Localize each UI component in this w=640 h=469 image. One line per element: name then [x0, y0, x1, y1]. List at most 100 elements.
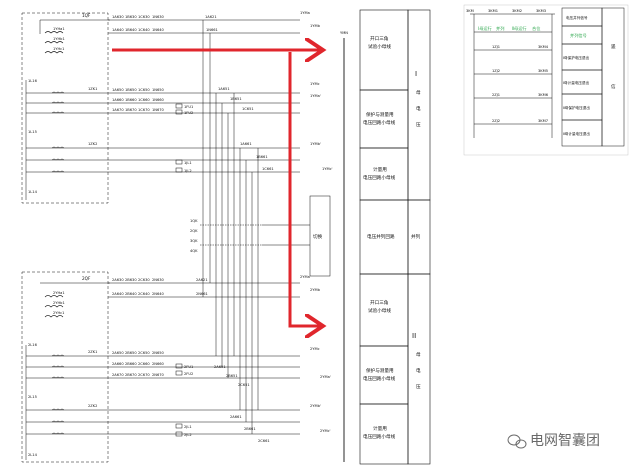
- svg-text:遥: 遥: [611, 43, 616, 50]
- svg-text:2YHa1: 2YHa1: [53, 291, 65, 295]
- svg-text:1A670: 1A670: [112, 108, 124, 112]
- svg-text:Ⅱ母计量电压退出: Ⅱ母计量电压退出: [563, 131, 590, 136]
- svg-text:2ZK2: 2ZK2: [88, 404, 97, 408]
- svg-text:2A650: 2A650: [112, 351, 124, 355]
- svg-text:2C650: 2C650: [138, 351, 150, 355]
- svg-text:1FU1: 1FU1: [184, 105, 193, 109]
- svg-text:2A660: 2A660: [112, 362, 124, 366]
- svg-text:1YMa: 1YMa: [300, 11, 310, 15]
- svg-text:2B670: 2B670: [125, 373, 137, 377]
- svg-text:1C670: 1C670: [138, 108, 150, 112]
- svg-text:2QK: 2QK: [190, 229, 198, 233]
- svg-text:4QK: 4QK: [190, 249, 198, 253]
- box-7-line-1: 计量用: [373, 425, 387, 432]
- svg-text:Ⅰ母保护电压退出: Ⅰ母保护电压退出: [563, 55, 590, 60]
- svg-text:2C640: 2C640: [138, 292, 150, 296]
- box-2-line-1: 保护与测量用: [366, 111, 394, 118]
- svg-text:1C640: 1C640: [138, 28, 150, 32]
- bus-tags-bottom: 2YMa 2YMb 2YMc 2YMa' 2YMb' 2YMc': [300, 275, 331, 433]
- bus-tags-top: 1YMa 1YMb 1YMc 1YMa' 1YMb' 1YMc': [300, 11, 333, 171]
- box-6-line-1: 保护与测量用: [366, 367, 394, 374]
- svg-text:1YHc1: 1YHc1: [53, 47, 64, 51]
- switch-box-label: 切换: [313, 233, 323, 240]
- svg-text:3KM7: 3KM7: [538, 119, 548, 123]
- svg-text:2C670: 2C670: [138, 373, 150, 377]
- vertical-wires: [202, 20, 259, 434]
- svg-text:1YMc': 1YMc': [322, 167, 333, 171]
- svg-text:3KM4: 3KM4: [538, 45, 549, 49]
- svg-text:1A621: 1A621: [205, 15, 217, 19]
- svg-text:2ZK1: 2ZK1: [88, 350, 97, 354]
- svg-text:3KM1: 3KM1: [488, 9, 498, 13]
- svg-text:2A630: 2A630: [112, 278, 124, 282]
- svg-text:2B630: 2B630: [125, 278, 137, 282]
- svg-text:Ⅱ母保护电压退出: Ⅱ母保护电压退出: [563, 105, 590, 110]
- svg-text:并列信号: 并列信号: [570, 32, 587, 39]
- svg-text:1ZJ1: 1ZJ1: [492, 45, 500, 49]
- svg-text:1YMb': 1YMb': [310, 142, 321, 146]
- svg-text:1YMb: 1YMb: [310, 24, 321, 28]
- svg-text:2JL1: 2JL1: [184, 425, 192, 429]
- svg-text:1N660: 1N660: [152, 98, 165, 102]
- svg-text:2A670: 2A670: [112, 373, 124, 377]
- svg-text:1B630: 1B630: [125, 15, 137, 19]
- svg-text:Ⅰ母计量电压退出: Ⅰ母计量电压退出: [563, 80, 590, 85]
- bottom-pt-group: 2QF 2YHa1 2YHb1 2YHc1 2L16 2L15 2L14 2A6…: [21, 271, 300, 463]
- svg-text:2B661: 2B661: [244, 427, 256, 431]
- svg-text:母: 母: [416, 352, 421, 358]
- box-3-line-1: 计量用: [373, 166, 387, 173]
- right-boxes: 开口三角 试验小母线 保护与测量用 电压回路小母线 计量用 电压回路小母线 电 压…: [359, 9, 431, 465]
- svg-text:2A621: 2A621: [196, 278, 208, 282]
- svg-text:1A661: 1A661: [240, 142, 252, 146]
- svg-text:2L15: 2L15: [28, 395, 37, 399]
- svg-text:2N661: 2N661: [196, 292, 208, 296]
- svg-text:2YHc1: 2YHc1: [53, 311, 64, 315]
- svg-text:2B660: 2B660: [125, 362, 137, 366]
- svg-text:2C660: 2C660: [138, 362, 150, 366]
- svg-text:2L16: 2L16: [28, 343, 38, 347]
- box-5-line-2: 试验小母线: [368, 307, 391, 314]
- svg-text:2B651: 2B651: [226, 374, 238, 378]
- svg-text:1FU2: 1FU2: [184, 111, 193, 115]
- switch-block: 1QK 2QK 3QK 4QK 切换: [190, 195, 331, 277]
- svg-text:1C651: 1C651: [242, 107, 254, 111]
- bottom-breaker-label: 2QF: [82, 276, 91, 281]
- red-arrows: [112, 50, 320, 326]
- svg-text:2B640: 2B640: [125, 292, 137, 296]
- top-coils: 1YHa1 1YHb1 1YHc1: [44, 27, 65, 54]
- svg-text:2B650: 2B650: [125, 351, 137, 355]
- svg-text:2A651: 2A651: [214, 365, 226, 369]
- svg-text:1A660: 1A660: [112, 98, 124, 102]
- svg-text:信: 信: [611, 83, 616, 90]
- svg-text:1A650: 1A650: [112, 88, 124, 92]
- svg-text:3KM5: 3KM5: [538, 69, 548, 73]
- box-7-line-2: 电压回路小母线: [363, 433, 396, 440]
- svg-text:3KM: 3KM: [466, 9, 474, 13]
- svg-text:2FU2: 2FU2: [184, 372, 193, 376]
- section-2-label: 并列: [411, 233, 421, 240]
- svg-text:3KM2: 3KM2: [512, 9, 522, 13]
- svg-text:电: 电: [416, 367, 421, 374]
- svg-text:2N650: 2N650: [152, 351, 165, 355]
- svg-text:Ⅱ母运行: Ⅱ母运行: [512, 25, 527, 32]
- svg-text:2YMc': 2YMc': [320, 429, 331, 433]
- svg-text:1B661: 1B661: [256, 155, 268, 159]
- top-pt-group: 1QF 1YHa1 1YHb1 1YHc1 1L16 1L15 1L14 1A6…: [21, 12, 300, 204]
- arrow-bottom: [288, 52, 320, 326]
- svg-text:2C630: 2C630: [138, 278, 150, 282]
- svg-text:合位: 合位: [532, 25, 540, 32]
- box-6-line-2: 电压回路小母线: [363, 375, 396, 382]
- svg-text:1A640: 1A640: [112, 28, 124, 32]
- svg-text:压: 压: [416, 122, 421, 128]
- svg-text:1C660: 1C660: [138, 98, 150, 102]
- svg-text:2N630: 2N630: [152, 278, 165, 282]
- svg-text:2FU1: 2FU1: [184, 365, 193, 369]
- svg-text:并列: 并列: [496, 25, 504, 32]
- svg-text:1C650: 1C650: [138, 88, 150, 92]
- svg-text:1C630: 1C630: [138, 15, 150, 19]
- svg-text:2C661: 2C661: [258, 439, 270, 443]
- svg-text:1YHb1: 1YHb1: [53, 37, 65, 41]
- box-1-line-1: 开口三角: [370, 35, 389, 42]
- svg-text:1B670: 1B670: [125, 108, 137, 112]
